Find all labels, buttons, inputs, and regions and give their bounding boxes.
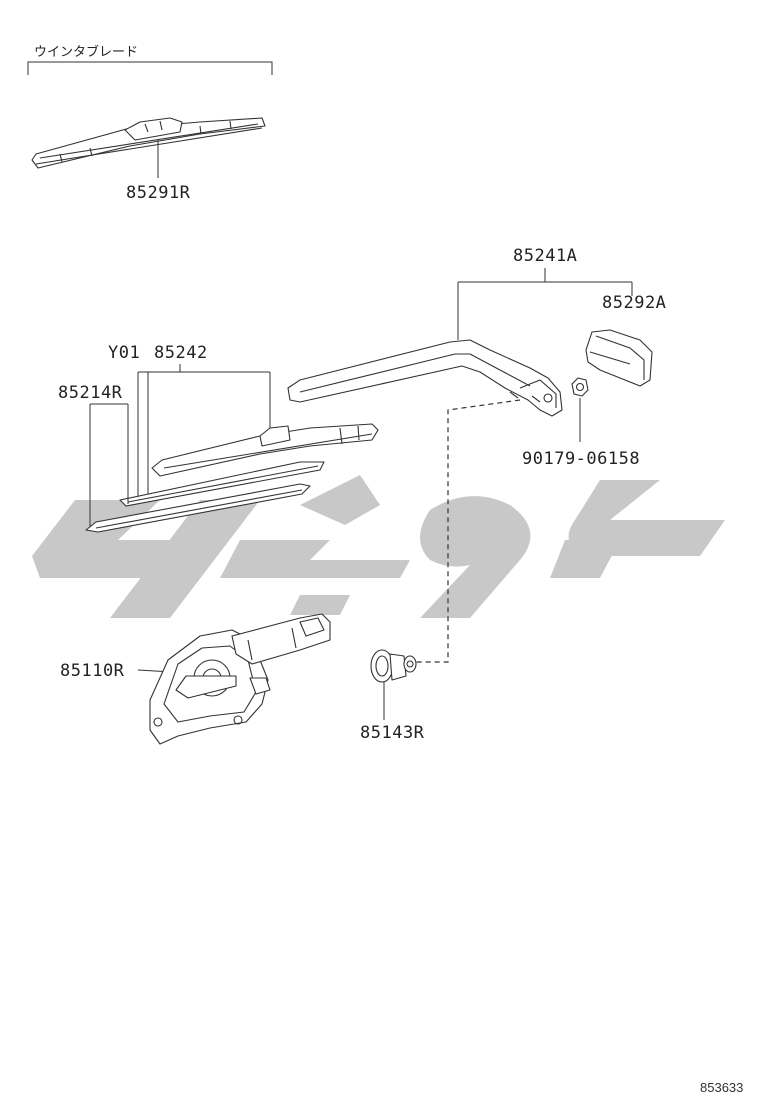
- rear-wiper-blade-drawing: [119, 423, 379, 507]
- arm-cap-drawing: [585, 329, 653, 387]
- watermark-logo: [32, 475, 725, 618]
- nut-drawing: [571, 377, 589, 397]
- winter-blade-group-bracket: [27, 61, 273, 75]
- part-label-85214R: 85214R: [58, 383, 123, 403]
- part-label-85292A: 85292A: [602, 293, 666, 313]
- part-label-85241A: 85241A: [513, 246, 577, 266]
- part-label-Y01: Y01: [108, 343, 140, 363]
- wiper-rubber-drawing: [85, 483, 311, 533]
- leader-85242: [137, 364, 271, 500]
- winter-wiper-blade-drawing: [31, 117, 266, 169]
- part-label-85242: 85242: [154, 343, 208, 363]
- grommet-drawing: [370, 649, 417, 683]
- part-label-85291R: 85291R: [126, 183, 191, 203]
- wiper-arm-drawing: [287, 339, 563, 417]
- assembly-dashed-line: [414, 399, 521, 663]
- leader-85241A: [457, 268, 633, 340]
- part-label-90179-06158: 90179-06158: [522, 449, 640, 469]
- wiper-motor-drawing: [149, 613, 331, 745]
- winter-blade-group-label: ウインタブレード: [34, 44, 138, 60]
- diagram-id: 853633: [700, 1080, 743, 1095]
- part-label-85110R: 85110R: [60, 661, 125, 681]
- leader-85214R: [89, 403, 129, 530]
- part-label-85143R: 85143R: [360, 723, 425, 743]
